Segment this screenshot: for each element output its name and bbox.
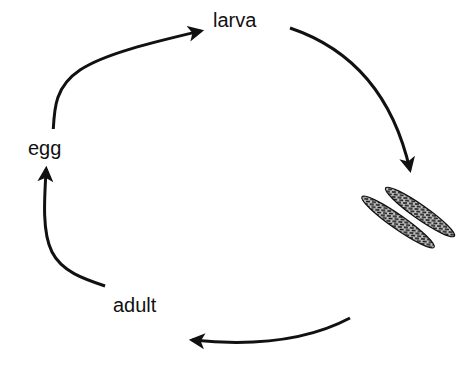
cycle-arrow xyxy=(192,318,350,342)
stage-name: larva xyxy=(213,9,256,31)
cycle-arrow xyxy=(290,28,410,170)
stage-name: adult xyxy=(113,294,156,316)
stage-label: larva xyxy=(209,7,260,33)
pupa-illustration xyxy=(358,182,458,253)
stage-label: egg xyxy=(24,135,65,161)
cycle-arrow xyxy=(53,31,201,129)
cycle-arrow xyxy=(45,169,106,286)
stage-label: adult xyxy=(109,292,160,318)
stage-name: egg xyxy=(28,137,61,159)
